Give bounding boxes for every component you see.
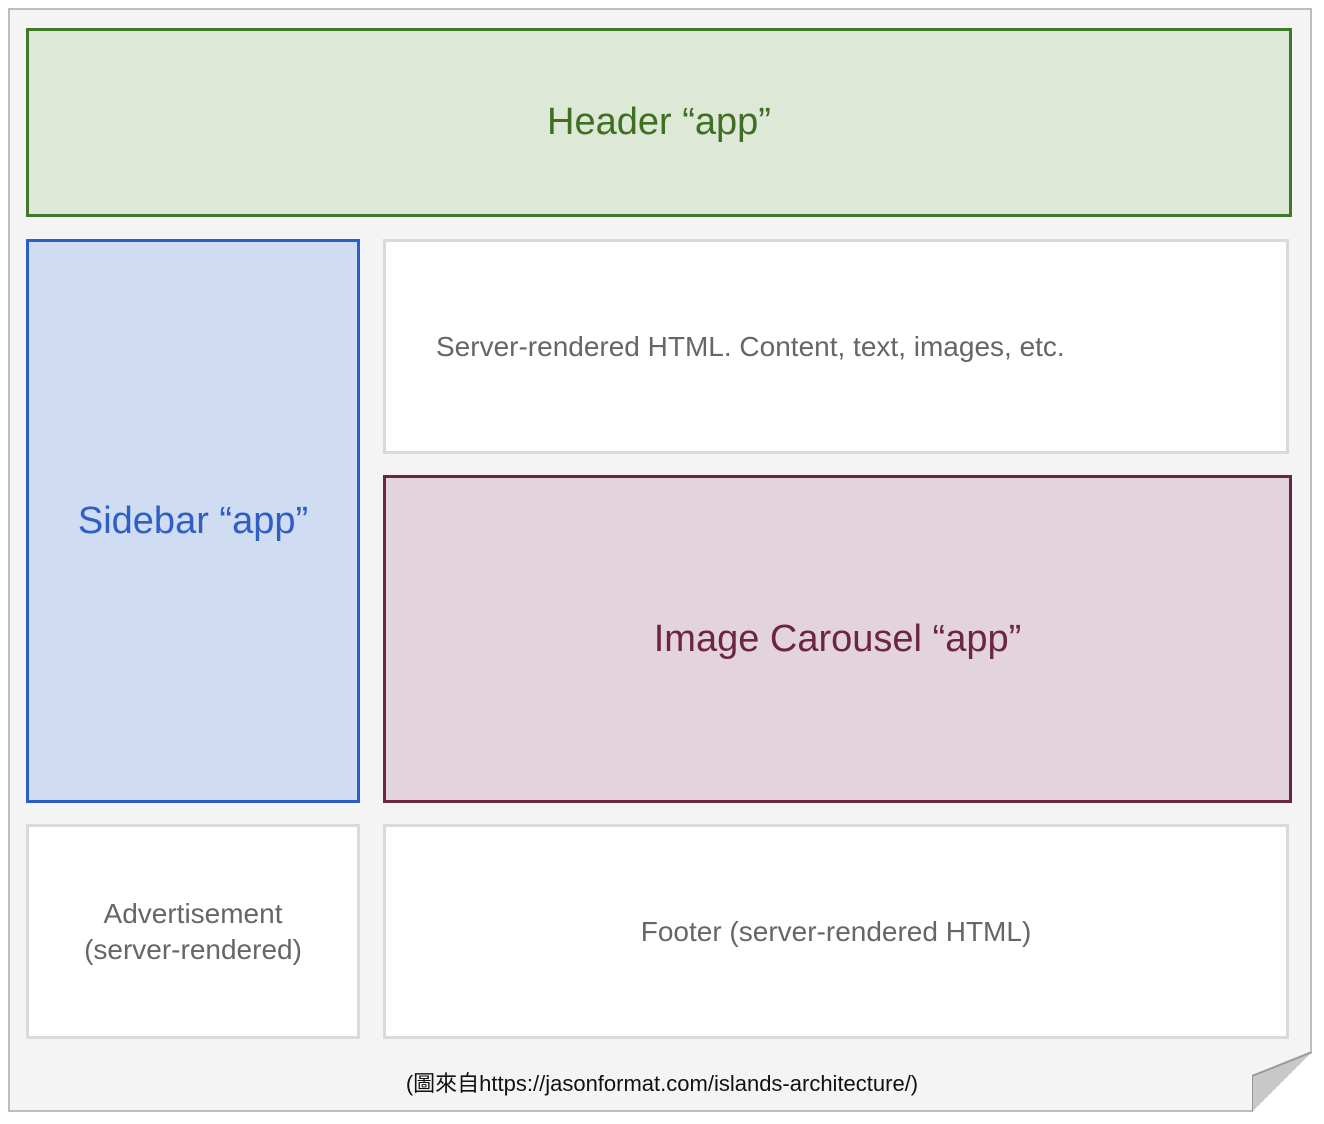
advertisement-label-line1: Advertisement <box>103 897 283 929</box>
server-content-block: Server-rendered HTML. Content, text, ima… <box>383 239 1289 454</box>
image-carousel-app-label: Image Carousel “app” <box>653 617 1022 660</box>
image-carousel-app-block: Image Carousel “app” <box>383 475 1292 803</box>
advertisement-label-line2: (server-rendered) <box>84 933 302 965</box>
source-caption: (圖來自https://jasonformat.com/islands-arch… <box>405 1071 919 1096</box>
page-curl-edge <box>1252 1052 1312 1112</box>
header-app-block: Header “app” <box>26 28 1292 217</box>
footer-block: Footer (server-rendered HTML) <box>383 824 1289 1039</box>
footer-label: Footer (server-rendered HTML) <box>640 915 1032 947</box>
server-content-label: Server-rendered HTML. Content, text, ima… <box>436 330 1065 362</box>
sidebar-app-label: Sidebar “app” <box>77 499 309 542</box>
advertisement-block: Advertisement (server-rendered) <box>26 824 360 1039</box>
header-app-label: Header “app” <box>547 101 771 143</box>
sidebar-app-block: Sidebar “app” <box>26 239 360 803</box>
